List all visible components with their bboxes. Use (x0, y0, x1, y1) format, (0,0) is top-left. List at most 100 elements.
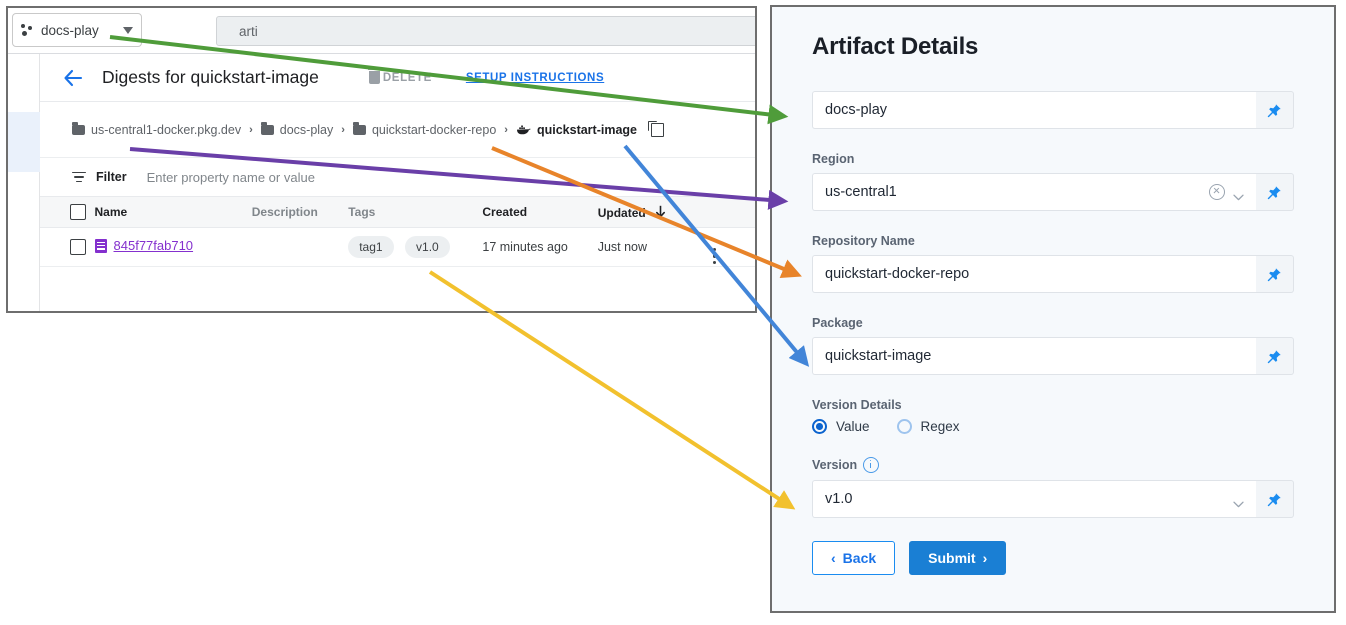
breadcrumb-separator: › (341, 123, 345, 136)
col-header-created[interactable]: Created (482, 205, 528, 219)
radio-value[interactable] (812, 419, 827, 434)
tag-chip: v1.0 (405, 236, 450, 258)
project-input-value: docs-play (825, 102, 888, 118)
region-label: Region (812, 152, 855, 166)
pin-icon (1267, 103, 1281, 117)
repository-name-pin-button[interactable] (1256, 255, 1294, 293)
field-version: Version v1.0 (812, 457, 1294, 518)
setup-instructions-link[interactable]: SETUP INSTRUCTIONS (465, 71, 605, 84)
row-created-cell: 17 minutes ago (482, 240, 568, 254)
row-select-cell (40, 228, 95, 267)
delete-button-label: DELETE (382, 71, 432, 84)
col-header-description[interactable]: Description (251, 205, 318, 219)
chevron-down-icon[interactable] (1233, 496, 1244, 507)
project-pin-button[interactable] (1256, 91, 1294, 129)
breadcrumb-separator: › (249, 123, 253, 136)
package-input[interactable]: quickstart-image (812, 337, 1256, 375)
pin-icon (1267, 492, 1281, 506)
version-label: Version (812, 458, 858, 472)
info-icon[interactable] (863, 457, 880, 473)
package-label: Package (812, 316, 863, 330)
col-header-updated-label: Updated (597, 206, 646, 220)
field-project: docs-play (812, 91, 1294, 129)
field-region: Region us-central1 (812, 152, 1294, 211)
breadcrumb-item-project[interactable]: docs-play (260, 122, 333, 137)
back-button[interactable]: ‹ Back (812, 541, 896, 575)
back-arrow-icon[interactable] (62, 67, 84, 89)
project-dots-icon (21, 23, 35, 37)
copy-icon[interactable] (648, 120, 664, 137)
breadcrumb-label: us-central1-docker.pkg.dev (91, 122, 242, 137)
chevron-down-icon[interactable] (1233, 189, 1244, 200)
version-input-value: v1.0 (825, 491, 853, 507)
row-name-cell: 845f77fab710 (94, 228, 252, 267)
folder-icon (352, 122, 366, 135)
submit-button[interactable]: Submit › (909, 541, 1007, 575)
repository-name-label: Repository Name (812, 234, 915, 248)
filter-bar: Filter Enter property name or value (40, 158, 755, 196)
version-pin-button[interactable] (1256, 480, 1294, 518)
version-input[interactable]: v1.0 (812, 480, 1256, 518)
version-details-label: Version Details (812, 398, 902, 412)
breadcrumb-item-repo[interactable]: quickstart-docker-repo (352, 122, 496, 137)
pin-icon (1267, 349, 1281, 363)
artifact-details-panel: Artifact Details docs-play (770, 5, 1336, 613)
repository-name-input[interactable]: quickstart-docker-repo (812, 255, 1256, 293)
console-browser-panel: docs-play arti Digests for quickstart-im… (6, 6, 757, 313)
omnibox-search-input[interactable]: arti (216, 16, 755, 46)
field-repository-name: Repository Name quickstart-docker-repo (812, 234, 1294, 293)
content-area: Digests for quickstart-image DELETE SETU… (40, 54, 755, 311)
digest-link-label: 845f77fab710 (113, 238, 194, 254)
region-input-value: us-central1 (825, 184, 897, 200)
field-package: Package quickstart-image (812, 316, 1294, 375)
filter-input[interactable]: Enter property name or value (146, 169, 315, 185)
browser-topbar: docs-play arti (8, 8, 755, 54)
filter-label: Filter (96, 170, 127, 184)
col-header-name[interactable]: Name (94, 205, 128, 219)
form-buttons: ‹ Back Submit › (812, 541, 1294, 575)
select-all-cell (40, 197, 95, 228)
folder-icon (260, 122, 274, 135)
delete-button[interactable]: DELETE (367, 68, 432, 84)
field-version-details: Version Details Value Regex (812, 398, 1294, 434)
row-checkbox[interactable] (70, 239, 86, 255)
sort-descending-icon (655, 205, 666, 221)
project-selector[interactable]: docs-play (12, 13, 142, 47)
package-input-value: quickstart-image (825, 348, 932, 364)
page-header-actions: DELETE SETUP INSTRUCTIONS (367, 68, 605, 84)
omnibox-value: arti (239, 23, 258, 39)
col-header-actions (713, 197, 755, 228)
region-input[interactable]: us-central1 (812, 173, 1256, 211)
back-button-label: Back (842, 550, 877, 566)
row-description-cell (252, 228, 348, 267)
folder-icon (72, 122, 85, 135)
form-title: Artifact Details (812, 33, 979, 60)
select-all-checkbox[interactable] (70, 204, 86, 220)
region-pin-button[interactable] (1256, 173, 1294, 211)
col-header-tags[interactable]: Tags (348, 205, 376, 219)
docker-whale-icon (516, 124, 531, 135)
version-label-row: Version (812, 457, 1294, 473)
digest-link[interactable]: 845f77fab710 (94, 238, 194, 254)
pin-icon (1267, 267, 1281, 281)
col-header-updated[interactable]: Updated (598, 197, 713, 228)
breadcrumb-label: quickstart-image (536, 122, 637, 137)
package-pin-button[interactable] (1256, 337, 1294, 375)
artifact-details-form: Artifact Details docs-play (812, 33, 1294, 575)
breadcrumb: us-central1-docker.pkg.dev › docs-play ›… (40, 102, 755, 158)
submit-button-label: Submit (928, 550, 976, 566)
pin-icon (1267, 185, 1281, 199)
row-actions-cell (713, 228, 755, 267)
page-title: Digests for quickstart-image (102, 67, 319, 87)
breadcrumb-item-image[interactable]: quickstart-image (516, 123, 637, 137)
row-tags-cell: tag1 v1.0 (348, 228, 482, 267)
chevron-down-icon (123, 26, 133, 34)
radio-regex[interactable] (896, 419, 912, 434)
filter-icon[interactable] (72, 171, 86, 183)
clear-icon[interactable] (1209, 184, 1225, 200)
version-details-radio-group: Value Regex (812, 419, 1294, 434)
breadcrumb-item-registry[interactable]: us-central1-docker.pkg.dev (72, 122, 242, 137)
row-updated-cell: Just now (597, 240, 648, 254)
project-input[interactable]: docs-play (812, 91, 1256, 129)
table-row[interactable]: 845f77fab710 tag1 v1.0 17 minutes ago Ju… (40, 228, 755, 267)
